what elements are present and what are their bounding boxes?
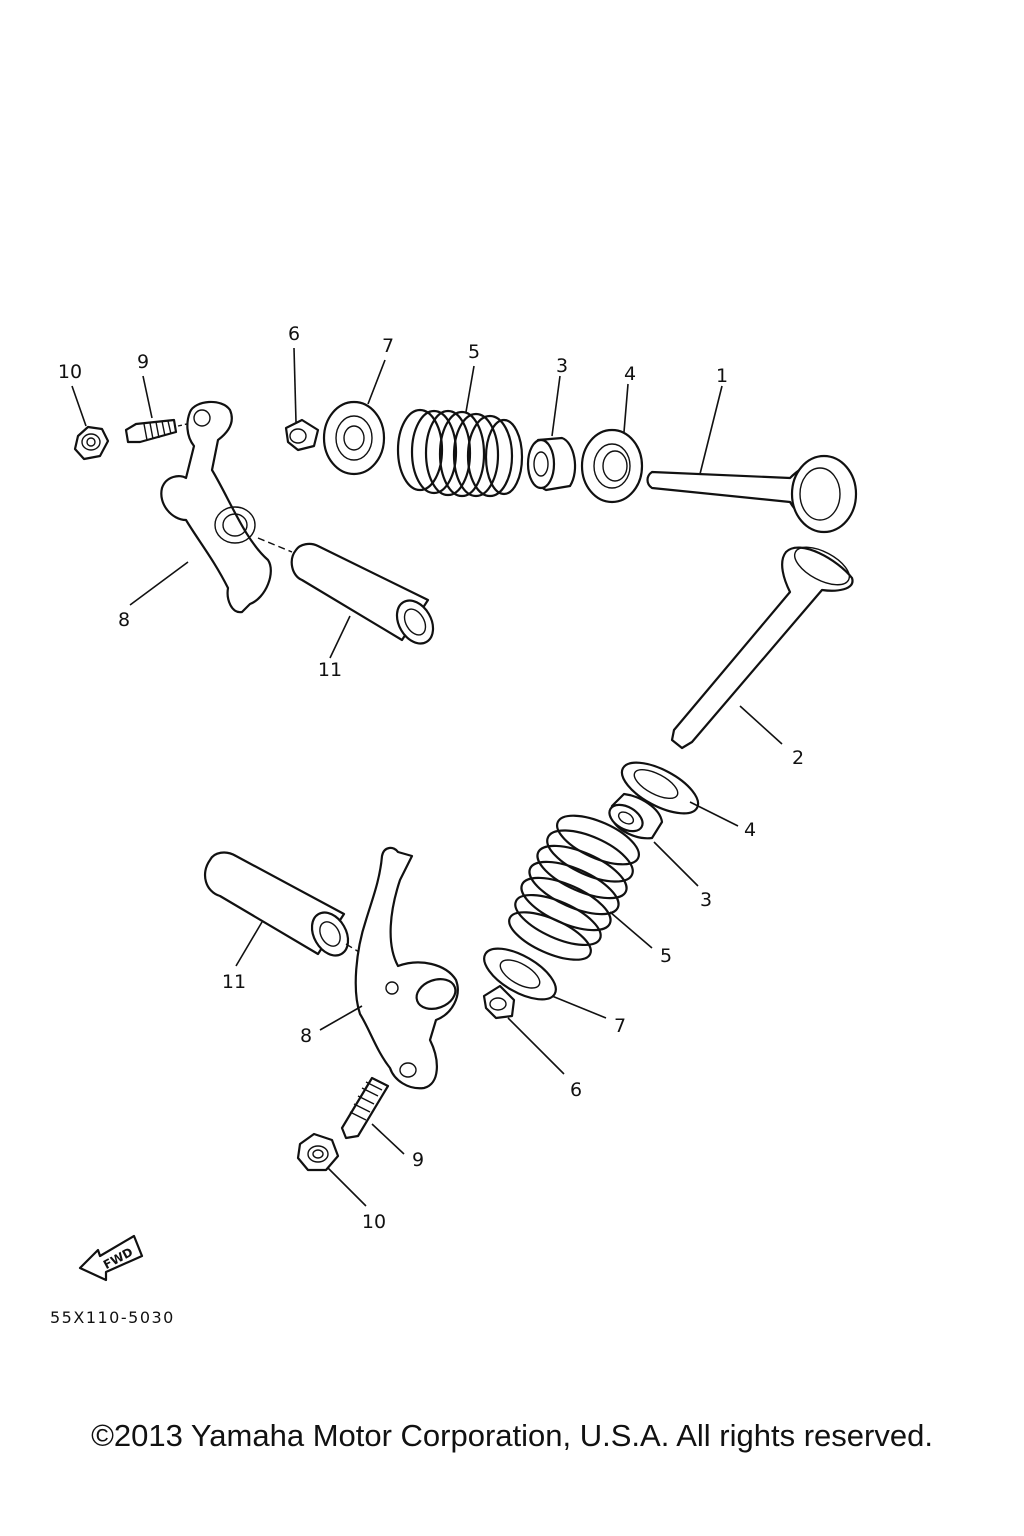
callout-4-lower: 4 <box>744 819 756 841</box>
leader-9-lower <box>371 1123 405 1155</box>
leader-10-upper <box>71 385 87 427</box>
part-7-retainer-lower <box>483 947 557 1001</box>
leader-1 <box>699 385 723 475</box>
fwd-arrow-icon: FWD <box>78 1234 144 1282</box>
leader-3-lower <box>653 841 699 887</box>
callout-4-upper: 4 <box>624 363 636 385</box>
part-7-retainer-upper <box>322 400 386 476</box>
part-4-spring-seat-upper <box>580 428 644 504</box>
part-4-spring-seat-lower <box>620 761 700 815</box>
part-3-stem-seal-lower <box>608 792 664 840</box>
callout-10-lower: 10 <box>362 1211 386 1233</box>
part-11-rocker-shaft-lower <box>203 851 373 961</box>
leader-7-lower <box>551 995 607 1019</box>
copyright-notice: ©2013 Yamaha Motor Corporation, U.S.A. A… <box>91 1418 933 1453</box>
callout-9-lower: 9 <box>412 1149 424 1171</box>
leader-6-upper <box>293 347 297 423</box>
part-10-nut-upper <box>73 425 110 461</box>
part-1-valve <box>646 454 858 534</box>
callout-9-upper: 9 <box>137 351 149 373</box>
leader-4-lower <box>689 801 739 827</box>
part-10-nut-lower <box>296 1132 340 1172</box>
callout-7-upper: 7 <box>382 335 394 357</box>
leader-6-lower <box>507 1017 565 1075</box>
leader-2 <box>739 705 783 745</box>
callout-11-lower: 11 <box>222 971 246 993</box>
leader-8-upper <box>129 561 189 606</box>
leader-9-upper <box>142 375 153 419</box>
callout-3-upper: 3 <box>556 355 568 377</box>
callout-3-lower: 3 <box>700 889 712 911</box>
leader-5-upper <box>465 365 475 413</box>
callout-1: 1 <box>716 365 728 387</box>
leader-8-lower <box>319 1005 363 1031</box>
part-8-rocker-arm-lower <box>354 846 459 1090</box>
leader-11-upper <box>329 615 351 659</box>
leader-10-lower <box>327 1167 367 1207</box>
callout-10-upper: 10 <box>58 361 82 383</box>
part-6-cotter-upper <box>284 418 320 452</box>
part-8-rocker-arm-upper <box>160 400 293 614</box>
leader-3-upper <box>551 375 561 437</box>
part-5-spring-upper <box>396 408 524 498</box>
callout-5-lower: 5 <box>660 945 672 967</box>
part-3-stem-seal-upper <box>526 436 577 492</box>
leader-7-upper <box>367 359 386 405</box>
leader-4-upper <box>623 383 629 433</box>
part-11-rocker-shaft-upper <box>290 542 435 645</box>
callout-8-upper: 8 <box>118 609 130 631</box>
callout-11-upper: 11 <box>318 659 342 681</box>
callout-7-lower: 7 <box>614 1015 626 1037</box>
leader-5-lower <box>609 911 653 949</box>
callout-5-upper: 5 <box>468 341 480 363</box>
callout-2: 2 <box>792 747 804 769</box>
part-2-valve <box>670 546 854 750</box>
callout-6-upper: 6 <box>288 323 300 345</box>
callout-6-lower: 6 <box>570 1079 582 1101</box>
part-9-screw-upper <box>124 418 197 444</box>
part-5-spring-lower <box>508 814 640 961</box>
part-9-screw-lower <box>340 1076 390 1140</box>
drawing-code: 55X110-5030 <box>50 1308 175 1327</box>
part-6-cotter-lower <box>482 984 516 1020</box>
callout-8-lower: 8 <box>300 1025 312 1047</box>
leader-11-lower <box>235 921 263 967</box>
